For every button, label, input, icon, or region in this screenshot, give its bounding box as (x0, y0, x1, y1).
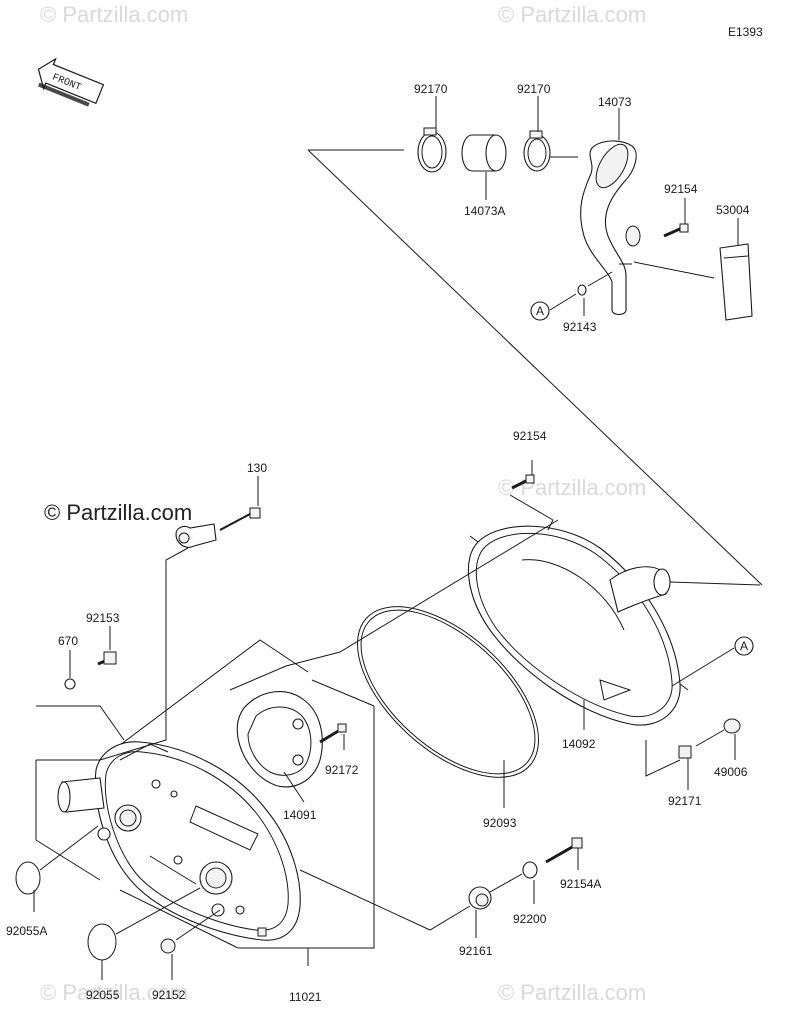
label-92153: 92153 (86, 611, 120, 625)
oring-670 (64, 678, 76, 690)
svg-text:A: A (740, 639, 748, 653)
clamp-92170-right (523, 130, 551, 172)
watermark-top-right: © Partzilla.com (498, 2, 646, 27)
label-92093: 92093 (483, 816, 517, 830)
label-130: 130 (247, 461, 267, 475)
washer-92200 (522, 861, 538, 879)
svg-text:A: A (536, 304, 544, 318)
label-92161: 92161 (459, 944, 493, 958)
label-92172: 92172 (325, 763, 359, 777)
bracket-assembly (175, 507, 261, 548)
label-92154A: 92154A (560, 877, 601, 891)
label-92154-top: 92154 (664, 182, 698, 196)
label-14091: 14091 (283, 808, 317, 822)
front-arrow-icon: FRONT (37, 57, 105, 107)
oring-92055 (87, 923, 117, 961)
label-92200: 92200 (513, 912, 547, 926)
label-92055: 92055 (86, 988, 120, 1002)
watermark-top-left: © Partzilla.com (40, 2, 188, 27)
label-plate-53004 (719, 243, 753, 321)
screw-92154-top (663, 223, 689, 238)
screw-92154-mid (511, 474, 535, 490)
watermark-bottom-right: © Partzilla.com (498, 980, 646, 1005)
diagram-code: E1393 (728, 25, 763, 39)
label-11021: 11021 (289, 990, 322, 1004)
washer-92143 (577, 284, 587, 296)
label-14073A: 14073A (464, 204, 505, 218)
plate-14091 (236, 691, 323, 788)
inner-cover-11021 (35, 639, 375, 949)
watermark-middle-right: © Partzilla.com (498, 475, 646, 500)
ref-a-mid: A (734, 636, 754, 656)
label-14092: 14092 (562, 737, 596, 751)
cap-49006 (723, 718, 741, 734)
watermark-layer: © Partzilla.com © Partzilla.com © Partzi… (40, 2, 646, 1005)
watermark-dark: © Partzilla.com (44, 500, 192, 525)
label-670: 670 (58, 634, 78, 648)
gasket-92093 (357, 606, 539, 778)
label-92170-left: 92170 (414, 82, 448, 96)
screw-92154A (545, 837, 583, 864)
label-92154-mid: 92154 (513, 429, 547, 443)
bolt-92153 (97, 651, 117, 666)
watermark-bottom-left: © Partzilla.com (40, 980, 188, 1005)
label-53004: 53004 (716, 203, 750, 217)
sleeve-14073A (461, 134, 507, 172)
label-49006: 49006 (714, 765, 748, 779)
label-92143: 92143 (563, 320, 597, 334)
label-92055A: 92055A (6, 924, 47, 938)
grommet-92161 (468, 886, 492, 910)
label-92170-right: 92170 (517, 82, 551, 96)
outer-cover-14092: 92154 14092 A (467, 429, 761, 751)
label-14073: 14073 (598, 95, 632, 109)
oring-92055A (15, 861, 41, 895)
duct-assembly: 92170 14073A 92170 14073 (307, 82, 763, 586)
clamp-92170-left (417, 127, 447, 173)
grommet-92171 (678, 745, 692, 759)
duct-14073 (580, 140, 641, 316)
label-92152: 92152 (152, 988, 186, 1002)
label-92171: 92171 (668, 794, 702, 808)
bolt-92172 (319, 723, 347, 744)
ref-a-top: A (530, 301, 550, 321)
plug-92152 (160, 938, 176, 954)
